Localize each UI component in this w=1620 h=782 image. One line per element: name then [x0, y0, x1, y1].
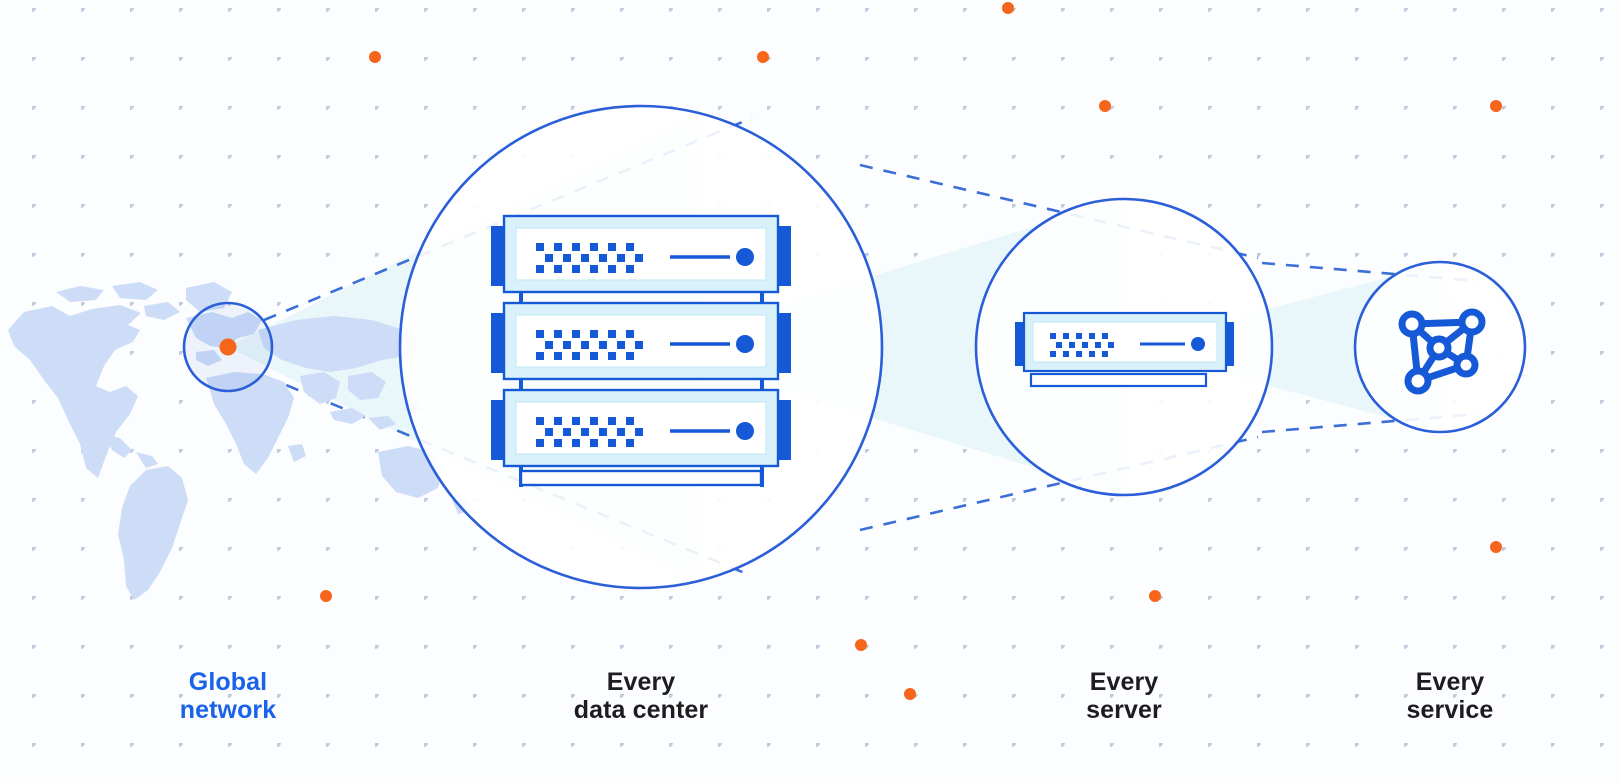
server-rack-base [519, 469, 763, 487]
europe-marker-dot [219, 338, 237, 356]
server-unit-icon [1015, 311, 1234, 388]
cone-server-to-service [1124, 263, 1443, 432]
server-rack-icon [491, 214, 791, 487]
server-unit [491, 214, 791, 294]
accent-dots [320, 2, 1502, 700]
server-unit-base [1029, 372, 1208, 388]
network-mesh-icon [1398, 308, 1486, 395]
server-unit [491, 301, 791, 381]
server-unit [491, 388, 791, 468]
